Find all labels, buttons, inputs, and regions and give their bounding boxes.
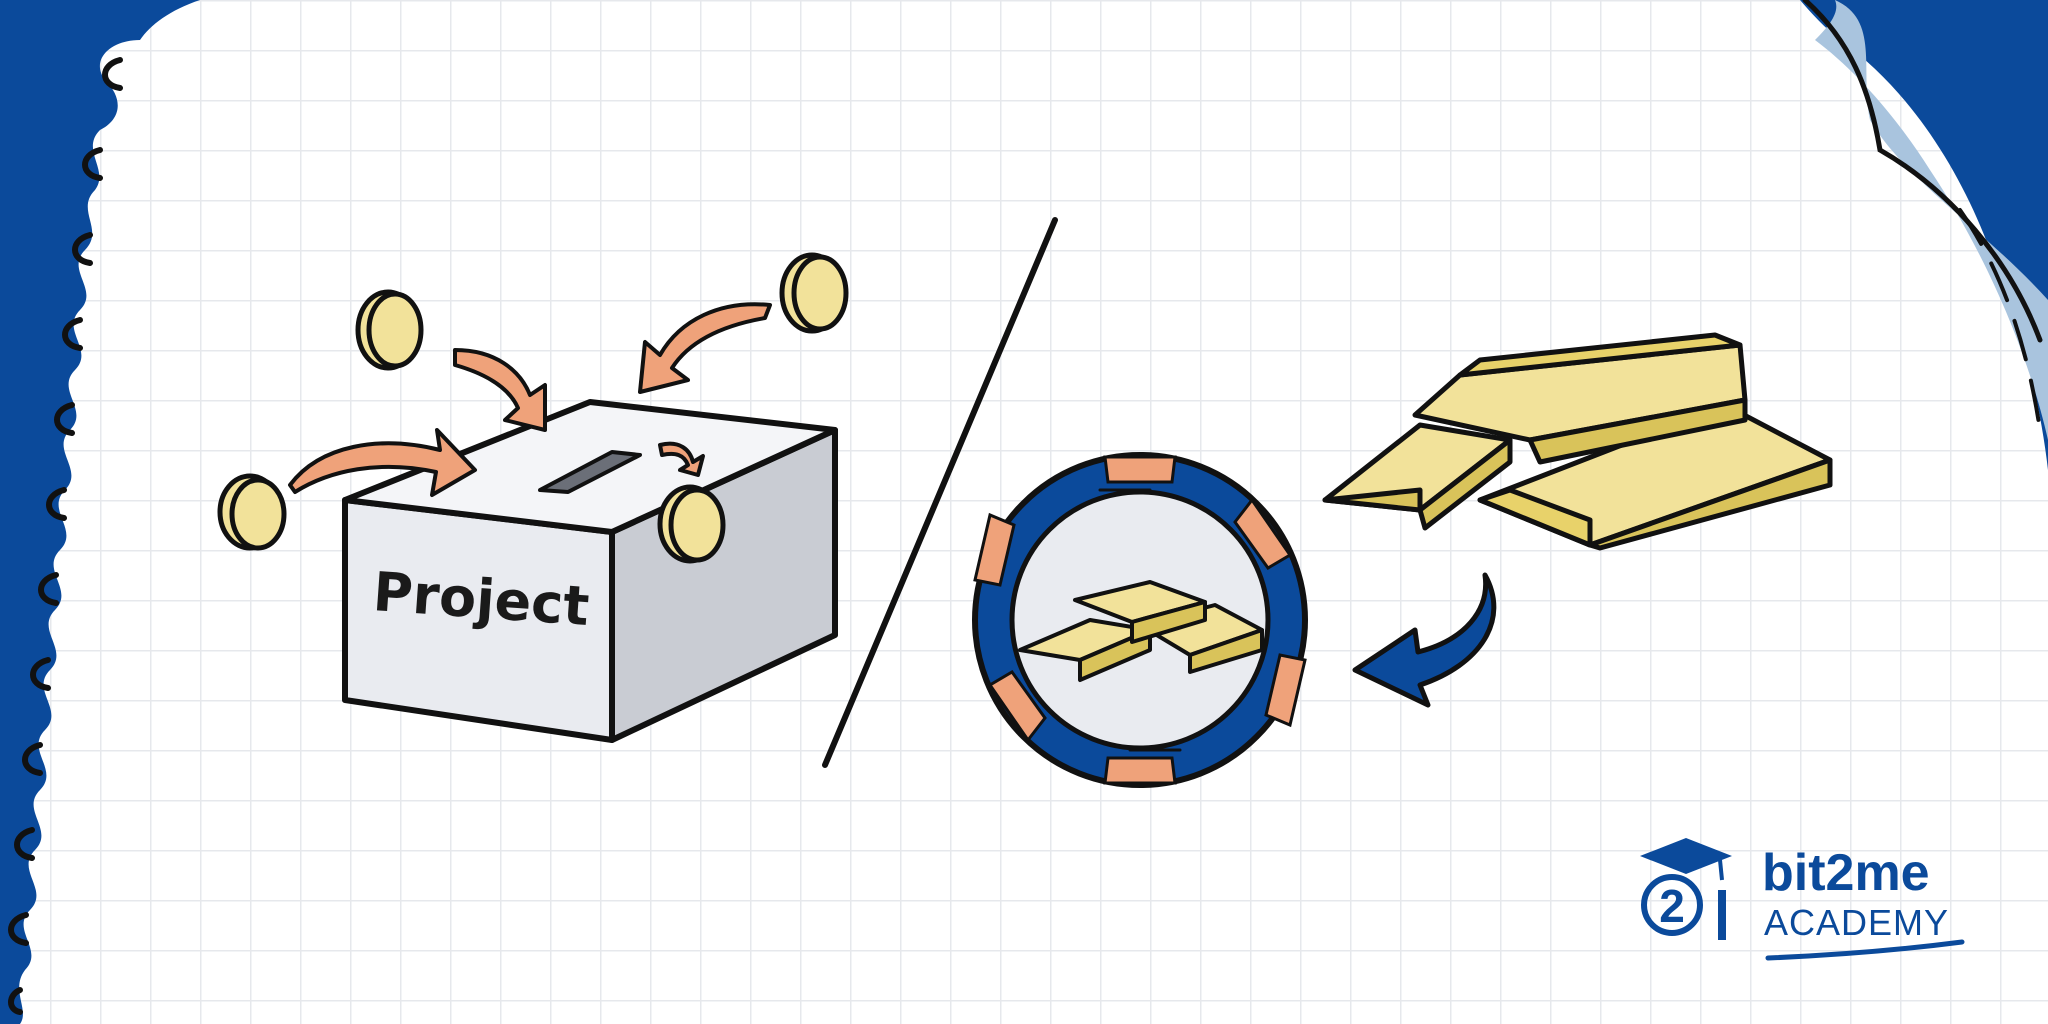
brand-bar	[1718, 890, 1726, 940]
coins	[217, 252, 849, 564]
coin-icon	[779, 252, 849, 334]
divider-slash	[822, 217, 1058, 768]
gold-bar-icon	[1018, 580, 1264, 682]
gold-bar-icon	[1412, 332, 1748, 465]
coin-icon	[657, 484, 726, 564]
coin-icon	[355, 289, 424, 371]
torn-paper-edge-left	[0, 0, 200, 1024]
coin-icon	[217, 473, 287, 551]
gold-bar-stack	[1322, 332, 1833, 551]
gold-bar-icon	[1322, 422, 1513, 531]
page-curl-top-right	[1800, 0, 2048, 470]
arrow-icon	[638, 302, 772, 394]
brand-name: bit2me	[1762, 844, 1930, 902]
arrow-icon	[288, 428, 477, 497]
box-label: Project	[371, 560, 591, 638]
brand-badge-digit: 2	[1659, 880, 1685, 932]
graduation-cap-icon	[1640, 838, 1732, 881]
arrow-icon	[453, 348, 547, 432]
arrows-into-box	[288, 302, 772, 497]
arrow-icon	[658, 441, 705, 477]
gold-bar-icon	[1477, 402, 1833, 551]
brand-subtitle: ACADEMY	[1764, 902, 1949, 943]
arrow-icon	[1352, 572, 1497, 708]
brand-logo: 2 bit2me ACADEMY	[1640, 838, 1965, 961]
brand-underline	[1765, 939, 1965, 961]
token-icon	[972, 452, 1308, 788]
